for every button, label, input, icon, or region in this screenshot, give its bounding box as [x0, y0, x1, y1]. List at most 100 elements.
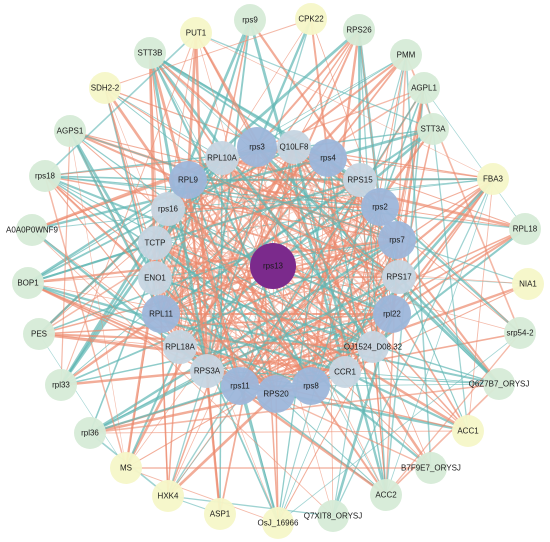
node-label: rpl36 — [81, 429, 99, 438]
interaction-edge — [154, 277, 500, 385]
node-label: rps8 — [303, 382, 319, 391]
node-ms[interactable]: MS — [110, 452, 142, 484]
interaction-edge — [104, 18, 312, 89]
node-asp1[interactable]: ASP1 — [204, 498, 236, 530]
node-acc2[interactable]: ACC2 — [370, 479, 402, 511]
node-rps4[interactable]: rps4 — [309, 139, 347, 177]
node-rpl11[interactable]: RPL11 — [142, 295, 180, 333]
node-label: rps4 — [320, 154, 336, 163]
node-rps26[interactable]: RPS26 — [343, 14, 375, 46]
node-rps8[interactable]: rps8 — [292, 367, 330, 405]
node-ccr1[interactable]: CCR1 — [329, 356, 361, 388]
node-pmm[interactable]: PMM — [390, 39, 422, 71]
node-circle — [512, 268, 544, 300]
node-circle — [74, 417, 106, 449]
node-stt3a[interactable]: STT3A — [417, 113, 449, 145]
node-pes[interactable]: PES — [23, 318, 55, 350]
node-circle — [250, 243, 296, 289]
node-label: ENO1 — [144, 274, 166, 283]
node-srp54-2[interactable]: srp54-2 — [504, 317, 536, 349]
node-rps7[interactable]: rps7 — [378, 221, 416, 259]
node-put1[interactable]: PUT1 — [180, 17, 212, 49]
node-tctp[interactable]: TCTP — [138, 226, 172, 260]
node-eno1[interactable]: ENO1 — [138, 261, 172, 295]
node-rps3a[interactable]: RPS3A — [190, 354, 224, 388]
node-oj1524-d08-32[interactable]: OJ1524_D08.32 — [344, 331, 403, 363]
interaction-edge — [68, 130, 157, 279]
node-nia1[interactable]: NIA1 — [512, 268, 544, 300]
node-rps11[interactable]: rps11 — [221, 367, 259, 405]
node-rps18[interactable]: rps18 — [29, 160, 61, 192]
node-circle — [370, 479, 402, 511]
node-label: rps2 — [372, 203, 388, 212]
interaction-edge — [385, 383, 500, 496]
interaction-edge — [27, 282, 181, 348]
interaction-edge — [167, 18, 312, 497]
node-osj-16966[interactable]: OsJ_16966 — [258, 507, 299, 539]
interaction-edge — [27, 242, 156, 284]
interaction-edge — [104, 87, 400, 278]
interaction-edge — [239, 178, 494, 387]
interaction-edge — [275, 393, 387, 496]
node-label: Q10LF8 — [280, 143, 309, 152]
node-rpl18[interactable]: RPL18 — [509, 213, 541, 245]
node-rps9[interactable]: rps9 — [234, 4, 266, 36]
node-label: rps11 — [230, 382, 250, 391]
node-acc1[interactable]: ACC1 — [452, 415, 484, 447]
node-label: RPL9 — [178, 176, 199, 185]
interaction-edge — [167, 393, 277, 497]
interaction-edge — [221, 19, 251, 159]
node-rps17[interactable]: RPS17 — [382, 260, 416, 294]
node-agps1[interactable]: AGPS1 — [54, 115, 86, 147]
node-rpl18a[interactable]: RPL18A — [163, 330, 197, 364]
node-rpl33[interactable]: rpl33 — [45, 369, 77, 401]
node-rpl36[interactable]: rpl36 — [74, 417, 106, 449]
node-rps20[interactable]: RPS20 — [257, 375, 295, 413]
node-label: Q7XIT8_ORYSJ — [304, 512, 363, 521]
node-label: rps7 — [389, 236, 405, 245]
node-a0a0p0wnf9[interactable]: A0A0P0WNF9 — [6, 214, 59, 246]
node-circle — [509, 213, 541, 245]
node-rps3[interactable]: rps3 — [237, 127, 277, 167]
node-q6z7b7-orysj[interactable]: Q6Z7B7_ORYSJ — [469, 368, 530, 400]
node-circle — [169, 161, 207, 199]
node-hxk4[interactable]: HXK4 — [152, 480, 184, 512]
node-label: ACC1 — [457, 427, 479, 436]
node-circle — [205, 141, 239, 175]
node-circle — [262, 507, 294, 539]
node-rps2[interactable]: rps2 — [361, 188, 399, 226]
node-q7xit8-orysj[interactable]: Q7XIT8_ORYSJ — [304, 500, 363, 532]
interaction-edge — [89, 383, 500, 434]
node-b7f9e7-orysj[interactable]: B7F9E7_ORYSJ — [401, 452, 461, 484]
node-rps16[interactable]: rps16 — [151, 192, 185, 226]
node-circle — [257, 375, 295, 413]
interaction-edge — [167, 208, 208, 372]
node-rpl10a[interactable]: RPL10A — [205, 141, 239, 175]
node-q10lf8[interactable]: Q10LF8 — [277, 130, 311, 164]
node-rps15[interactable]: RPS15 — [343, 163, 377, 197]
node-rps13[interactable]: rps13 — [250, 243, 296, 289]
interaction-edge — [38, 87, 425, 335]
node-stt3b[interactable]: STT3B — [134, 37, 166, 69]
node-sdh2-2[interactable]: SDH2-2 — [89, 72, 121, 104]
node-rpl22[interactable]: rpl22 — [373, 295, 411, 333]
interaction-edge — [293, 146, 432, 469]
node-circle — [152, 480, 184, 512]
interaction-edge — [89, 238, 398, 435]
node-circle — [357, 331, 389, 363]
interaction-edge — [372, 346, 469, 432]
interaction-edge — [239, 282, 529, 388]
node-circle — [163, 330, 197, 364]
node-agpl1[interactable]: AGPL1 — [408, 72, 440, 104]
node-label: NIA1 — [519, 280, 537, 289]
node-label: rps13 — [263, 262, 284, 271]
node-label: RPS15 — [347, 176, 373, 185]
node-label: BOP1 — [17, 279, 39, 288]
node-cpk22[interactable]: CPK22 — [295, 3, 327, 35]
interaction-edge — [160, 178, 494, 315]
node-circle — [483, 368, 515, 400]
node-bop1[interactable]: BOP1 — [12, 267, 44, 299]
node-fba3[interactable]: FBA3 — [477, 163, 509, 195]
node-rpl9[interactable]: RPL9 — [169, 161, 207, 199]
